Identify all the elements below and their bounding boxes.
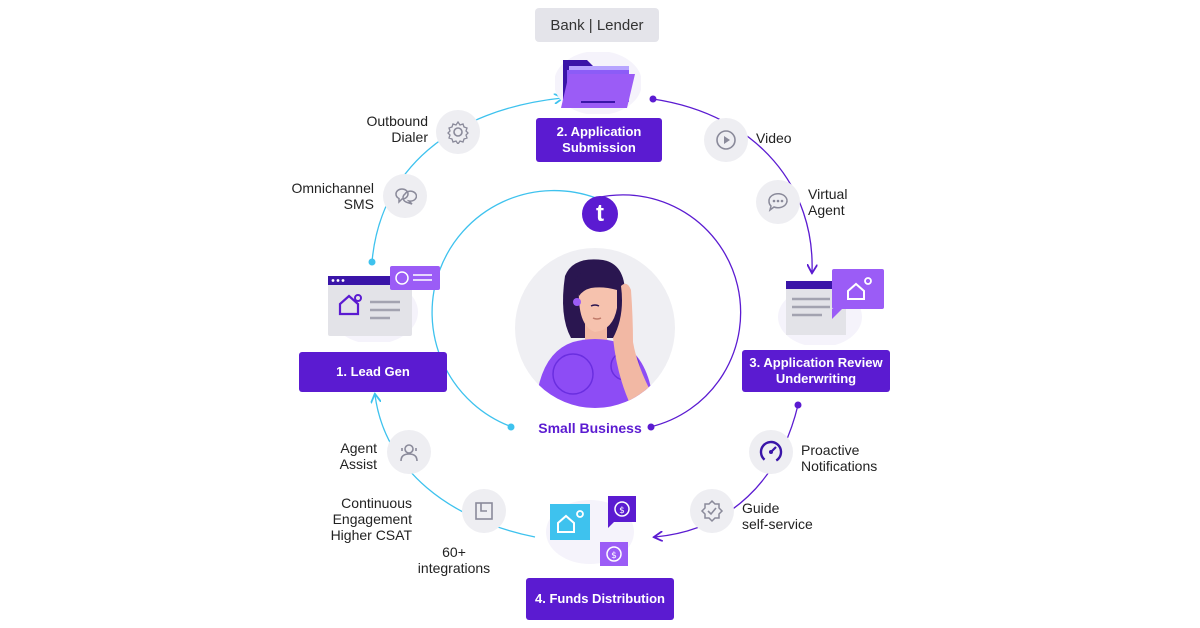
virtual-agent-label: Virtual Agent [808, 186, 848, 218]
video-label: Video [756, 130, 792, 146]
stage-lead-gen[interactable]: 1. Lead Gen [299, 352, 447, 392]
logo-letter: t [596, 200, 604, 227]
speedometer-icon [759, 440, 783, 464]
application-review-illustration [778, 269, 884, 345]
arrow-leadgen-to-submission [371, 98, 562, 263]
small-business-label: Small Business [538, 420, 642, 436]
stage-application-review-label: 3. Application Review Underwriting [749, 355, 883, 386]
badge-check-icon [700, 499, 724, 523]
stage-lead-gen-label: 1. Lead Gen [336, 364, 410, 379]
arrow-review-to-funds [655, 404, 799, 537]
chat-bubbles-icon [395, 188, 417, 205]
stage-application-review[interactable]: 3. Application Review Underwriting [742, 350, 890, 392]
omnichannel-sms-badge [383, 174, 427, 218]
agent-assist-badge [387, 430, 431, 474]
bank-lender-label: Bank | Lender [550, 16, 644, 34]
stage-funds-distribution-label: 4. Funds Distribution [535, 591, 665, 606]
bank-lender-badge: Bank | Lender [535, 8, 659, 42]
integrations-badge [462, 489, 506, 533]
inner-ring-purple [595, 194, 742, 428]
guide-self-service-badge [690, 489, 734, 533]
arrow-submission-to-review [652, 98, 812, 272]
gear-icon [447, 120, 469, 144]
svg-text:$: $ [611, 551, 617, 561]
funds-distribution-illustration: $ $ [546, 496, 636, 566]
continuous-engagement-label: Continuous Engagement Higher CSAT [330, 495, 412, 543]
arrow-funds-to-leadgen [375, 395, 536, 538]
stage-application-submission[interactable]: 2. Application Submission [536, 118, 662, 162]
virtual-agent-badge [756, 180, 800, 224]
stage-funds-distribution[interactable]: 4. Funds Distribution [526, 578, 674, 620]
guide-self-service-label: Guide self-service [742, 500, 813, 532]
integrations-label: 60+ integrations [417, 544, 491, 576]
video-badge [704, 118, 748, 162]
omnichannel-sms-label: Omnichannel SMS [291, 180, 375, 212]
integration-icon [475, 502, 493, 520]
lead-gen-illustration [328, 266, 440, 342]
outbound-dialer-label: Outbound Dialer [366, 113, 429, 145]
proactive-notifications-label: Proactive Notifications [801, 442, 878, 474]
agent-assist-label: Agent Assist [339, 440, 377, 472]
proactive-notifications-badge [749, 430, 793, 474]
talkdesk-logo: t [582, 196, 618, 232]
stage-application-submission-label: 2. Application Submission [556, 124, 642, 155]
agent-icon [400, 444, 418, 462]
small-business-person-illustration [515, 248, 675, 408]
svg-text:$: $ [619, 506, 625, 516]
chat-dots-icon [768, 192, 788, 212]
outbound-dialer-badge [436, 110, 480, 154]
folder-icon [555, 52, 641, 114]
play-icon [716, 130, 736, 150]
